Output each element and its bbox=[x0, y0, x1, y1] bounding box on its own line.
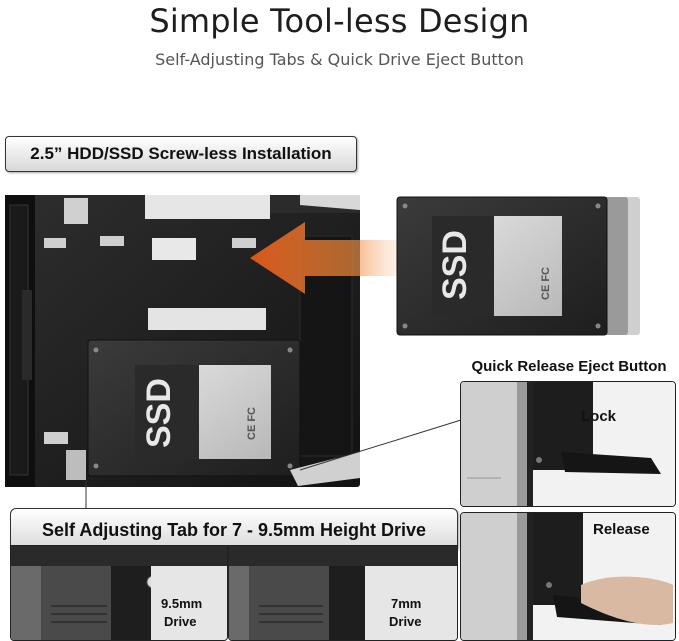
tab-9-5mm-size: 9.5mm bbox=[161, 596, 203, 611]
insert-arrow bbox=[250, 222, 430, 294]
inserted-ssd-text: SSD bbox=[140, 378, 178, 448]
inserted-ssd bbox=[87, 339, 360, 486]
incoming-ssd-marks: CE FC bbox=[540, 267, 552, 300]
tab-9-5mm-drive: Drive bbox=[164, 614, 197, 629]
incoming-ssd-stack bbox=[396, 196, 640, 336]
page-subtitle: Self-Adjusting Tabs & Quick Drive Eject … bbox=[155, 50, 524, 69]
release-label: Release bbox=[593, 521, 650, 538]
page-title: Simple Tool-less Design bbox=[149, 2, 530, 40]
adjust-tab-label: Self Adjusting Tab for 7 - 9.5mm Height … bbox=[10, 508, 458, 552]
tab-7mm-size: 7mm bbox=[391, 596, 422, 611]
lock-label: Lock bbox=[581, 408, 617, 425]
eject-button-title: Quick Release Eject Button bbox=[471, 358, 667, 375]
tab-7mm-panel: 7mm Drive bbox=[228, 545, 458, 641]
incoming-ssd-text: SSD bbox=[436, 230, 474, 300]
release-panel: Release bbox=[460, 512, 676, 641]
lock-panel: Lock bbox=[460, 381, 676, 507]
inserted-ssd-marks: CE FC bbox=[246, 407, 258, 440]
tab-7mm-drive: Drive bbox=[389, 614, 422, 629]
install-label: 2.5” HDD/SSD Screw-less Installation bbox=[5, 136, 357, 172]
tab-9-5mm-panel: 9.5mm Drive bbox=[10, 545, 228, 641]
